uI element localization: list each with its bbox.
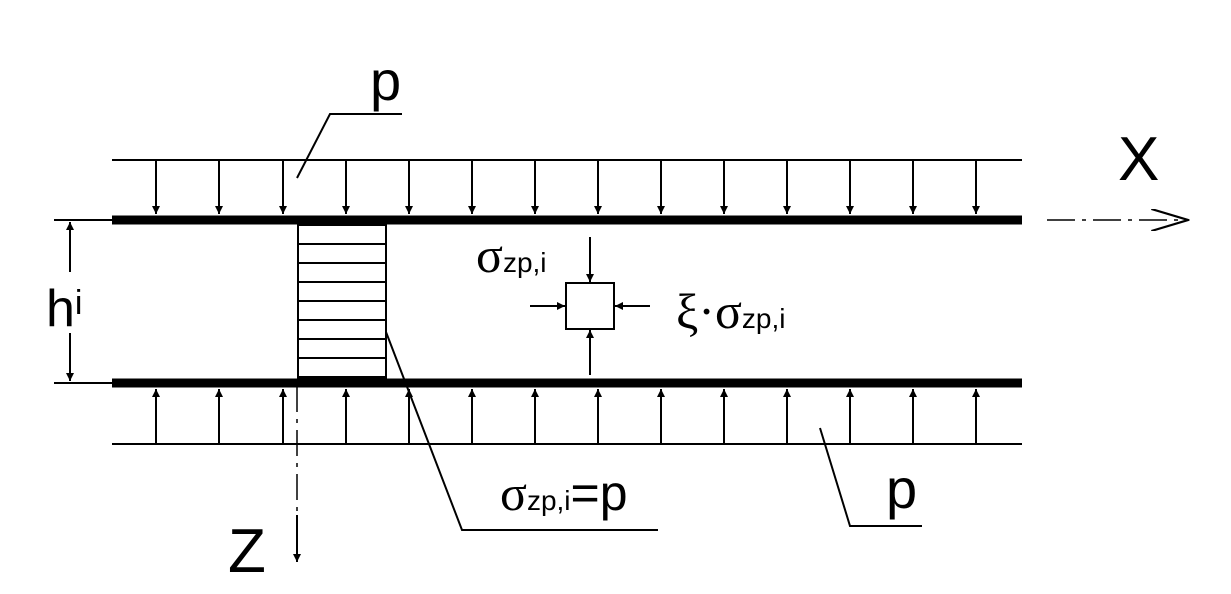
xi-sigma-label: ξ·σzp,i: [676, 283, 785, 339]
axis-x-label: X: [1118, 125, 1159, 194]
sigma-equals-p-label: σzp,i=p: [500, 465, 628, 521]
leader-bottom-p: [819, 427, 922, 527]
sigma-label-top: σzp,i: [476, 227, 547, 283]
xi-sigma-symbol: σ: [715, 283, 742, 339]
top-load-arrows: [152, 161, 980, 214]
sigma-subscript: zp,i: [503, 247, 547, 278]
sigma-symbol: σ: [476, 227, 503, 283]
xi-sigma-subscript: zp,i: [742, 303, 786, 334]
eq-sigma-subscript: zp,i: [527, 485, 571, 516]
thickness-main: h: [46, 280, 75, 338]
leader-top-p: [296, 113, 402, 179]
stress-block: [297, 224, 387, 380]
thickness-sub: i: [75, 284, 83, 322]
axis-z-label: Z: [228, 517, 266, 586]
load-top-label: p: [370, 49, 401, 112]
thickness-label: hi: [46, 280, 82, 338]
xi-prefix: ξ·: [676, 283, 715, 339]
leader-sigma-equals-p: [385, 331, 658, 531]
load-bottom-label: p: [886, 457, 917, 520]
stress-element: [565, 282, 615, 330]
eq-sigma-symbol: σ: [500, 465, 527, 521]
thickness-dimension: [54, 219, 112, 384]
eq-equals-p: =p: [571, 465, 628, 521]
bottom-load-arrows: [152, 389, 980, 443]
